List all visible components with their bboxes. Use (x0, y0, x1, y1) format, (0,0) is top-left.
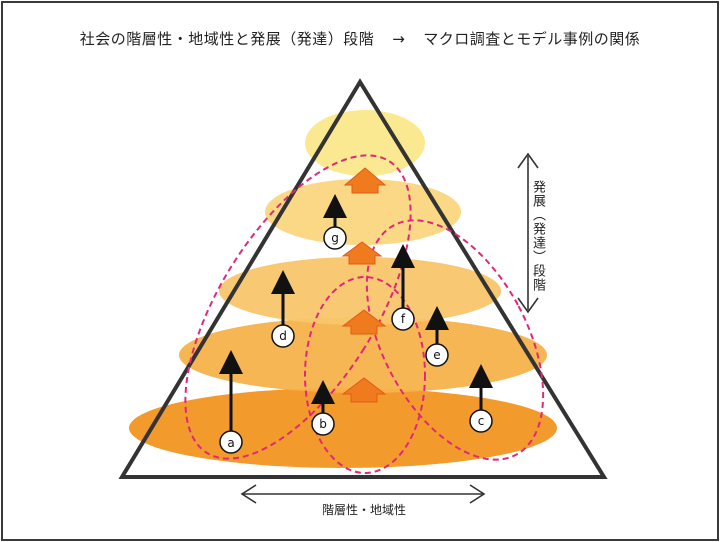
vertical-axis-head-top (517, 152, 539, 169)
horizontal-axis-head-right (469, 484, 486, 504)
case-c-label: c (478, 414, 485, 428)
title-right: マクロ調査とモデル事例の関係 (423, 30, 641, 48)
case-f-circle (391, 307, 415, 331)
case-d-circle (271, 324, 295, 348)
vertical-axis-head-bottom (517, 297, 539, 314)
stage-arrow-1 (341, 377, 387, 403)
case-e-circle (425, 343, 449, 367)
stage-arrow-2 (341, 309, 387, 335)
dashed-loop-right (365, 219, 545, 461)
page-title: 社会の階層性・地域性と発展（発達）段階 → マクロ調査とモデル事例の関係 (0, 28, 720, 49)
case-b-label: b (319, 417, 327, 431)
dashed-loop-bottom (304, 276, 426, 474)
case-b-circle (311, 412, 335, 436)
case-a-label: a (227, 436, 234, 450)
case-g-label: g (331, 231, 339, 245)
title-arrow: → (392, 30, 406, 48)
stage-arrow-4 (343, 167, 387, 194)
dashed-loop-left (184, 154, 412, 460)
case-e-label: e (433, 348, 440, 362)
stage-arrow-3 (341, 241, 383, 265)
hierarchy-region-label: 階層性・地域性 (321, 503, 406, 517)
case-d-label: d (279, 329, 287, 343)
title-left: 社会の階層性・地域性と発展（発達）段階 (79, 30, 375, 48)
case-g-circle (323, 226, 347, 250)
pyramid-outline (118, 78, 608, 479)
case-a-circle (219, 430, 243, 454)
horizontal-axis-head-left (240, 484, 257, 504)
case-f-label: f (401, 312, 406, 326)
development-stage-label: 発展（発達）段階 (530, 180, 545, 292)
case-c-circle (469, 409, 493, 433)
layer-1-ellipse (129, 388, 557, 468)
layer-4-ellipse (265, 179, 461, 245)
layer-2-ellipse (179, 317, 547, 393)
